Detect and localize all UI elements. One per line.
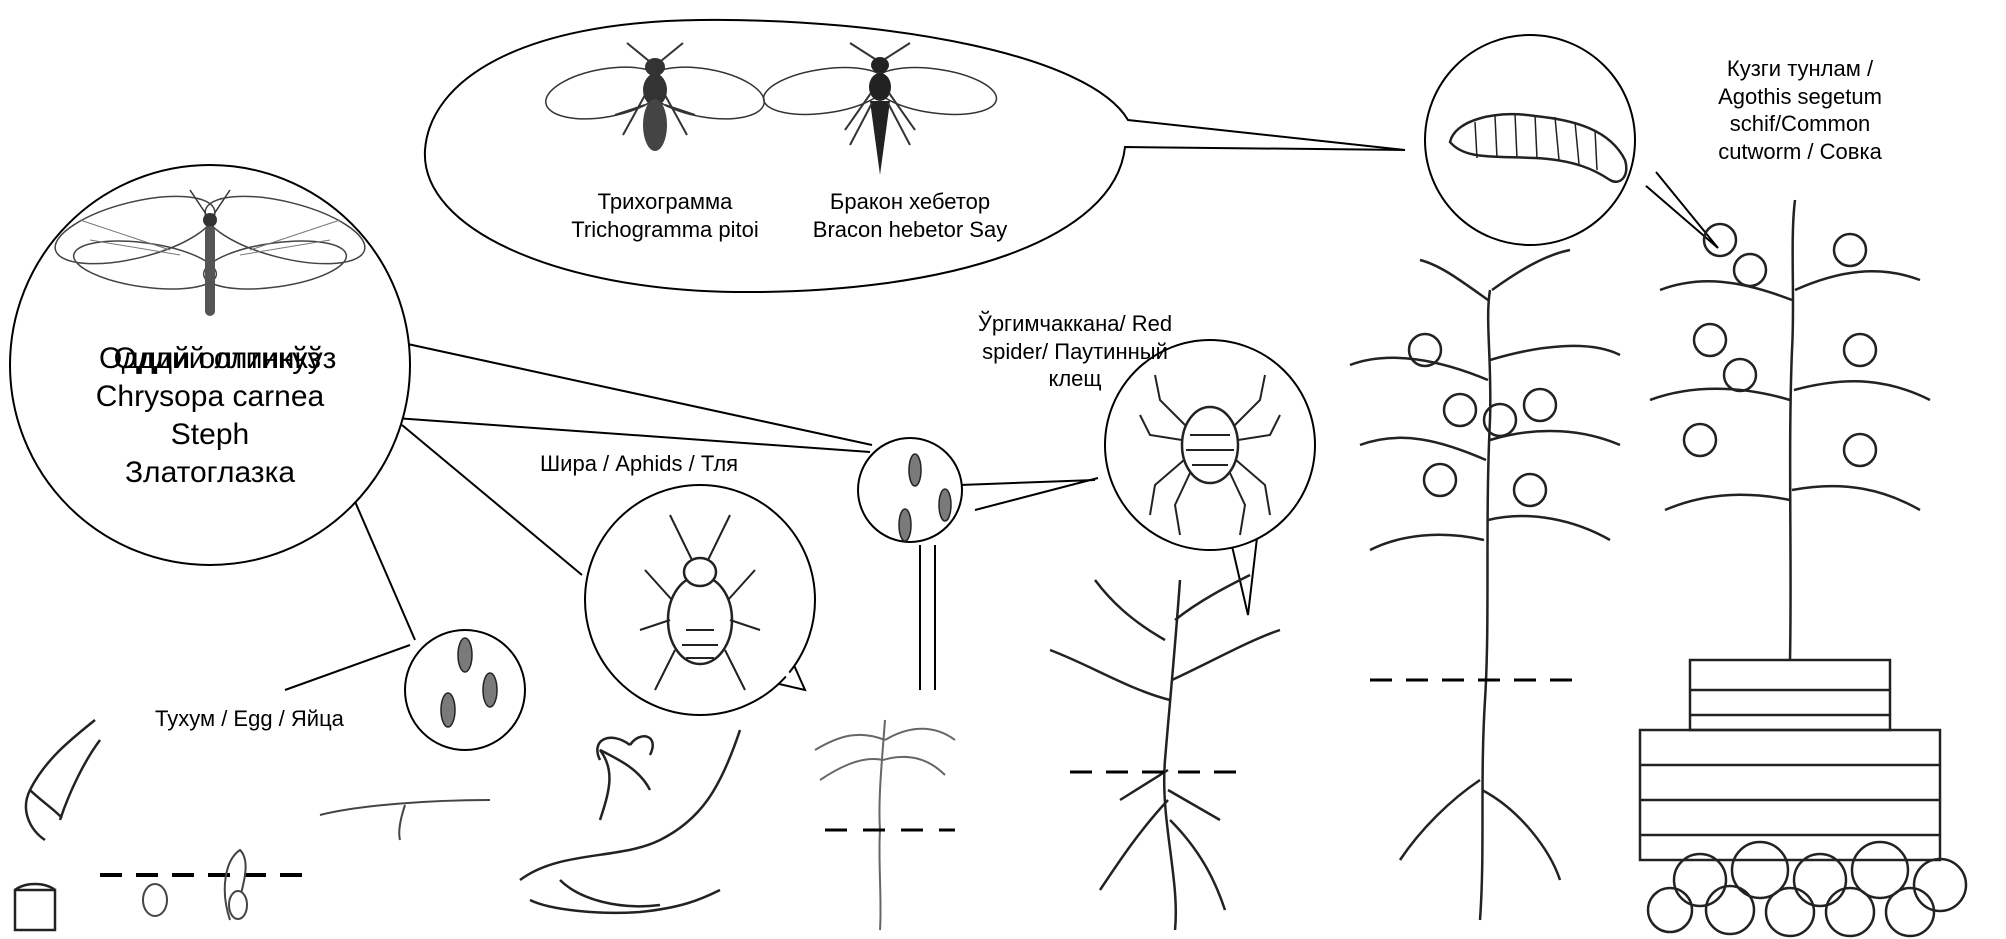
aphid-eggs-callout: [858, 438, 1098, 690]
bracon-label-line1: Бракон хебетор: [800, 188, 1020, 216]
medium-plant-illustration: [1050, 575, 1280, 930]
trichogramma-label: Трихограмма Trichogramma pitoi: [565, 188, 765, 243]
cutworm-label-line4: cutworm / Совка: [1675, 138, 1925, 166]
harvest-illustration: [1640, 200, 1966, 936]
red-spider-label-line1: Ўргимчаккана/ Red: [950, 310, 1200, 338]
lacewing-label-line2: Chrysopa carnea: [55, 378, 365, 416]
sprout-illustration: [320, 800, 490, 840]
lacewing-label-overlap: Oддий олтинкўз: [70, 340, 380, 378]
parasitoid-callout: [425, 20, 1405, 292]
transplanting-illustration: [520, 730, 740, 913]
cutworm-label-line3: schif/Common: [1675, 110, 1925, 138]
tall-plant-illustration: [1350, 250, 1620, 920]
hand-sowing-illustration: [15, 720, 100, 930]
seed-germination-illustration: [100, 850, 310, 920]
cutworm-label: Кузги тунлам / Agothis segetum schif/Com…: [1675, 55, 1925, 165]
trichogramma-label-line2: Trichogramma pitoi: [565, 216, 765, 244]
egg-label: Тухум / Egg / Яйца: [155, 705, 344, 733]
cutworm-label-line2: Agothis segetum: [1675, 83, 1925, 111]
red-spider-label-line2: spider/ Паутинный: [950, 338, 1200, 366]
red-spider-label: Ўргимчаккана/ Red spider/ Паутинный клещ: [950, 310, 1200, 393]
young-plant-illustration: [815, 720, 955, 930]
aphids-label: Шира / Aphids / Тля: [540, 450, 738, 478]
red-spider-label-line3: клещ: [950, 365, 1200, 393]
lacewing-label-line4: Златоглазка: [55, 454, 365, 492]
lacewing-label-line3: Steph: [55, 416, 365, 454]
trichogramma-label-line1: Трихограмма: [565, 188, 765, 216]
lacewing-label-overlap-text: Oддий олтинкўз: [70, 340, 380, 378]
cutworm-label-line1: Кузги тунлам /: [1675, 55, 1925, 83]
bracon-label: Бракон хебетор Bracon hebetor Say: [800, 188, 1020, 243]
bracon-label-line2: Bracon hebetor Say: [800, 216, 1020, 244]
